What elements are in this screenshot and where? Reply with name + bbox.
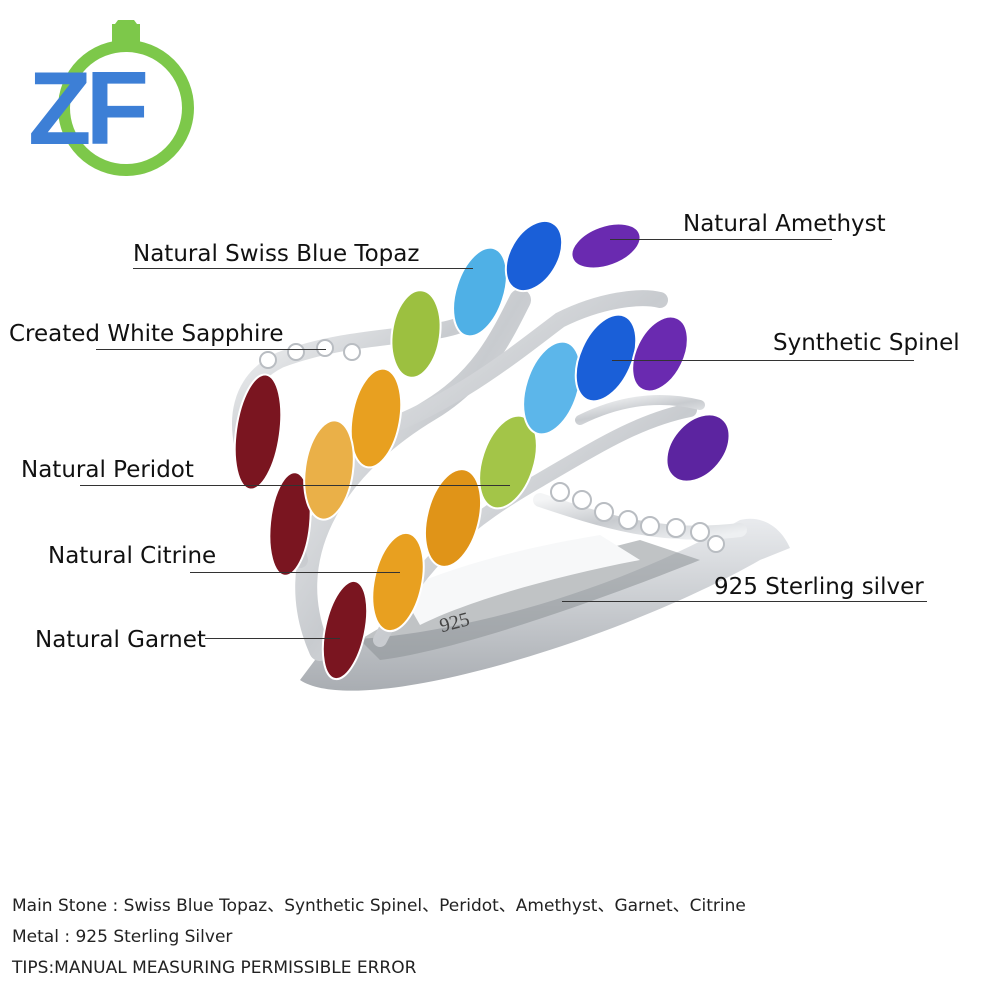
garnet-stone [321,579,369,681]
label-white-sapphire: Created White Sapphire [9,321,284,347]
amethyst-stone [665,413,731,483]
label-amethyst: Natural Amethyst [683,211,886,237]
leader-citrine [190,572,400,573]
label-spinel: Synthetic Spinel [773,330,960,356]
white-sapphire-stones [259,339,725,553]
ring-band [300,518,790,691]
garnet-stone [268,471,312,577]
leader-swiss-blue-topaz [133,268,473,269]
leader-sterling-silver [562,601,927,602]
white-sapphire-stone [666,518,686,538]
label-citrine: Natural Citrine [48,543,217,569]
white-sapphire-stone [550,482,570,502]
swiss-blue-topaz-stone [452,246,508,338]
white-sapphire-stone [640,516,660,536]
leader-amethyst [610,239,832,240]
white-sapphire-stone [287,343,305,361]
citrine-stone [303,419,355,521]
spinel-stone [574,313,638,403]
peridot-stone [390,289,442,379]
white-sapphire-stone [316,339,334,357]
white-sapphire-stone [707,535,725,553]
logo-ring-icon [58,20,194,176]
white-sapphire-stone [594,502,614,522]
citrine-stone [424,468,482,568]
spinel-stone [504,219,564,293]
label-swiss-blue-topaz: Natural Swiss Blue Topaz [133,241,420,267]
leader-white-sapphire [96,349,326,350]
amethyst-stone [631,315,689,393]
citrine-stone [371,531,425,633]
white-sapphire-stone [572,490,592,510]
white-sapphire-stone [259,351,277,369]
swiss-blue-topaz-stone [522,340,582,436]
label-sterling-silver: 925 Sterling silver [714,574,924,600]
spec-metal: Metal : 925 Sterling Silver [12,927,233,947]
leader-garnet [205,638,340,639]
amethyst-stone [570,222,642,270]
leader-peridot [80,485,510,486]
spec-tips: TIPS:MANUAL MEASURING PERMISSIBLE ERROR [12,958,417,978]
logo-text: ZF [28,51,146,167]
white-sapphire-stone [618,510,638,530]
label-peridot: Natural Peridot [21,457,194,483]
brand-logo: ZF [28,20,194,176]
white-sapphire-stone [690,522,710,542]
garnet-stone [233,373,283,491]
label-garnet: Natural Garnet [35,627,206,653]
white-sapphire-stone [343,343,361,361]
spec-main-stone: Main Stone : Swiss Blue Topaz、Synthetic … [12,896,746,916]
gemstones [233,219,731,681]
citrine-stone [349,367,403,469]
leader-spinel [612,360,914,361]
